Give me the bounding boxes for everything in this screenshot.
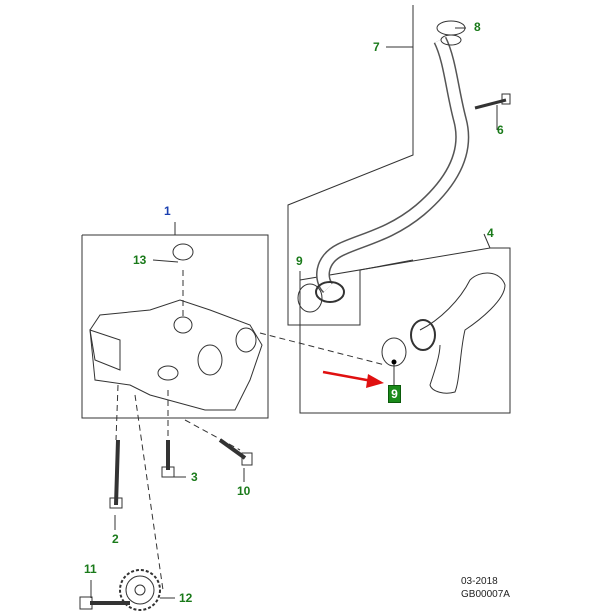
callout-10[interactable]: 10 <box>237 484 251 498</box>
callout-2[interactable]: 2 <box>112 532 119 546</box>
o-ring-9-lower <box>381 337 407 367</box>
group-frame-1 <box>81 234 269 419</box>
diagram-code: GB00007A <box>461 589 510 600</box>
callout-6[interactable]: 6 <box>497 123 504 137</box>
o-ring-9-upper <box>297 283 323 313</box>
diagram-date: 03-2018 <box>461 576 498 587</box>
callout-7[interactable]: 7 <box>373 40 380 54</box>
callout-4[interactable]: 4 <box>487 226 494 240</box>
group-frame-4 <box>299 247 511 414</box>
callout-9[interactable]: 9 <box>296 254 303 268</box>
highlight-arrow <box>322 370 384 388</box>
o-ring-8 <box>436 20 466 36</box>
group-frame-7 <box>287 5 414 326</box>
callout-9-highlighted[interactable]: 9 <box>388 385 401 403</box>
o-ring-13 <box>172 243 194 261</box>
callout-8[interactable]: 8 <box>474 20 481 34</box>
callout-3[interactable]: 3 <box>191 470 198 484</box>
callout-1[interactable]: 1 <box>164 204 171 218</box>
callout-12[interactable]: 12 <box>179 591 193 605</box>
callout-11[interactable]: 11 <box>84 562 97 576</box>
callout-13[interactable]: 13 <box>133 253 147 267</box>
